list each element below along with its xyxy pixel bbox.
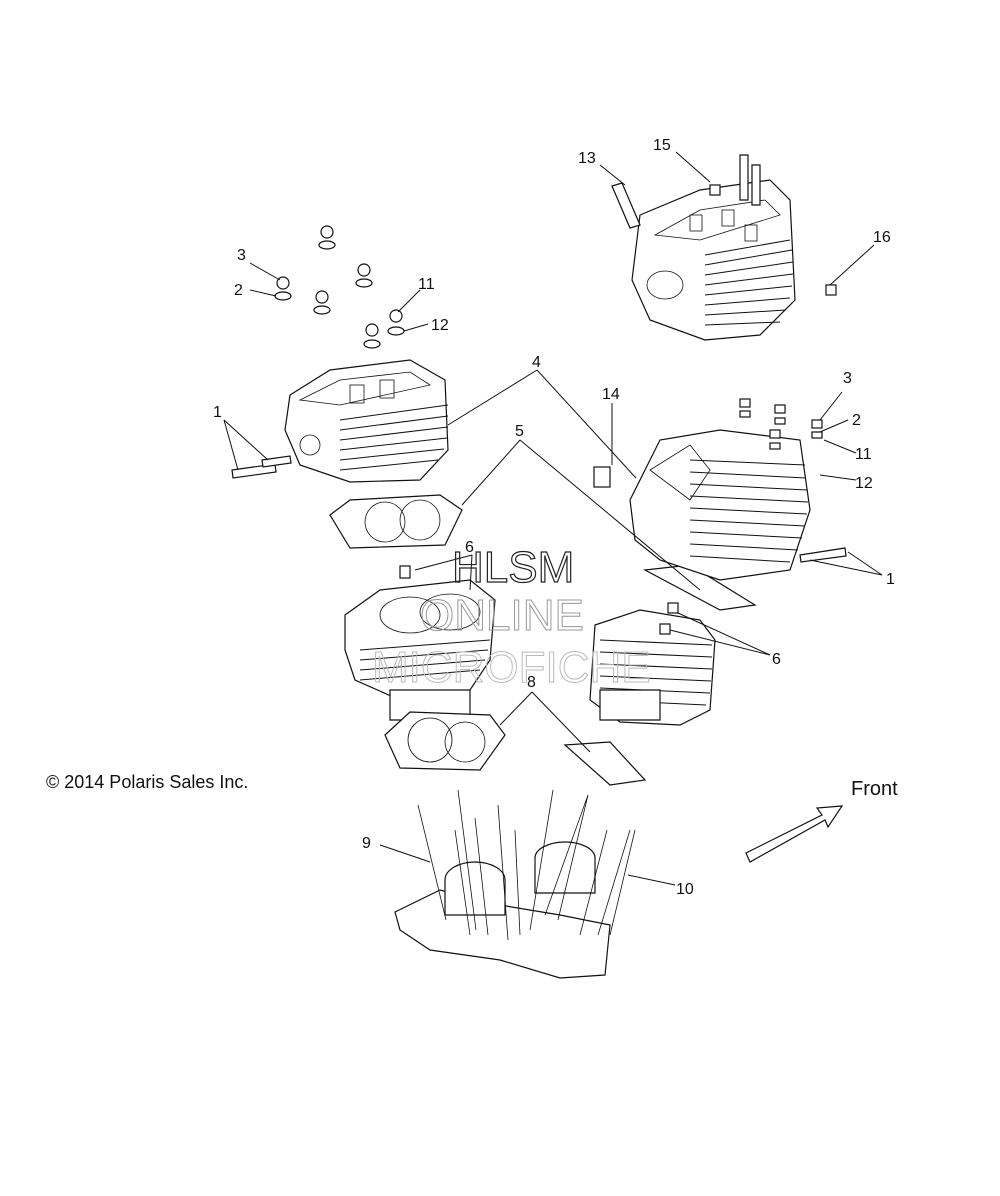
dowel-pins-rear[interactable] (799, 547, 847, 563)
callout-5: 5 (515, 423, 524, 440)
watermark: HLSM ONLINE MICROFICHE (372, 542, 652, 692)
callout-1-left: 1 (213, 404, 222, 421)
callout-14: 14 (602, 386, 620, 403)
rear-cylinder-head-2[interactable] (629, 429, 811, 581)
callout-9: 9 (362, 835, 371, 852)
nuts-and-washers-rear[interactable] (739, 398, 823, 450)
callout-2-left: 2 (234, 282, 243, 299)
copyright-notice: © 2014 Polaris Sales Inc. (46, 772, 248, 792)
dowel-pins-front[interactable] (231, 455, 292, 479)
head-gasket-front[interactable] (329, 494, 463, 549)
callout-13: 13 (578, 150, 596, 167)
callout-12-left: 12 (431, 317, 449, 334)
front-arrow-icon (745, 805, 844, 863)
valve-cover-fastener[interactable] (593, 466, 611, 488)
base-gasket-rear[interactable] (563, 741, 647, 786)
dowel-rear-cyl[interactable] (659, 602, 679, 635)
watermark-line-3: MICROFICHE (372, 643, 651, 692)
callout-3-left: 3 (237, 247, 246, 264)
stud-bolt[interactable] (739, 154, 761, 206)
callout-12-right: 12 (855, 475, 873, 492)
callout-1-right: 1 (886, 571, 895, 588)
leader-lines (223, 151, 883, 886)
nuts-and-washers[interactable] (274, 225, 405, 349)
callout-11-right: 11 (855, 446, 872, 463)
front-label: Front (851, 778, 898, 800)
head-gasket-rear[interactable] (643, 564, 757, 611)
callout-15: 15 (653, 137, 671, 154)
dowel-front-cyl[interactable] (399, 565, 411, 579)
dowel-pin[interactable] (611, 182, 641, 229)
watermark-line-2: ONLINE (420, 591, 584, 640)
callout-11-left: 11 (418, 276, 435, 293)
crankcase-assembly[interactable] (394, 841, 611, 979)
callout-2-right: 2 (852, 412, 861, 429)
callout-4: 4 (532, 354, 541, 371)
rear-cylinder-head[interactable] (631, 179, 796, 341)
base-gasket-front[interactable] (384, 711, 506, 771)
callout-6-right: 6 (772, 651, 781, 668)
plug[interactable] (709, 184, 837, 296)
watermark-line-1: HLSM (452, 543, 574, 592)
front-cylinder-head[interactable] (284, 359, 449, 483)
callout-16: 16 (873, 229, 891, 246)
pushrod-tubes[interactable] (417, 789, 636, 941)
callout-10: 10 (676, 881, 694, 898)
callout-8: 8 (527, 674, 536, 691)
rear-cylinder[interactable] (589, 609, 716, 726)
callout-numbers: 13 15 16 3 2 11 12 1 4 14 5 3 2 11 12 1 … (213, 137, 895, 898)
callout-3-right: 3 (843, 370, 852, 387)
callout-6-left: 6 (465, 539, 474, 556)
